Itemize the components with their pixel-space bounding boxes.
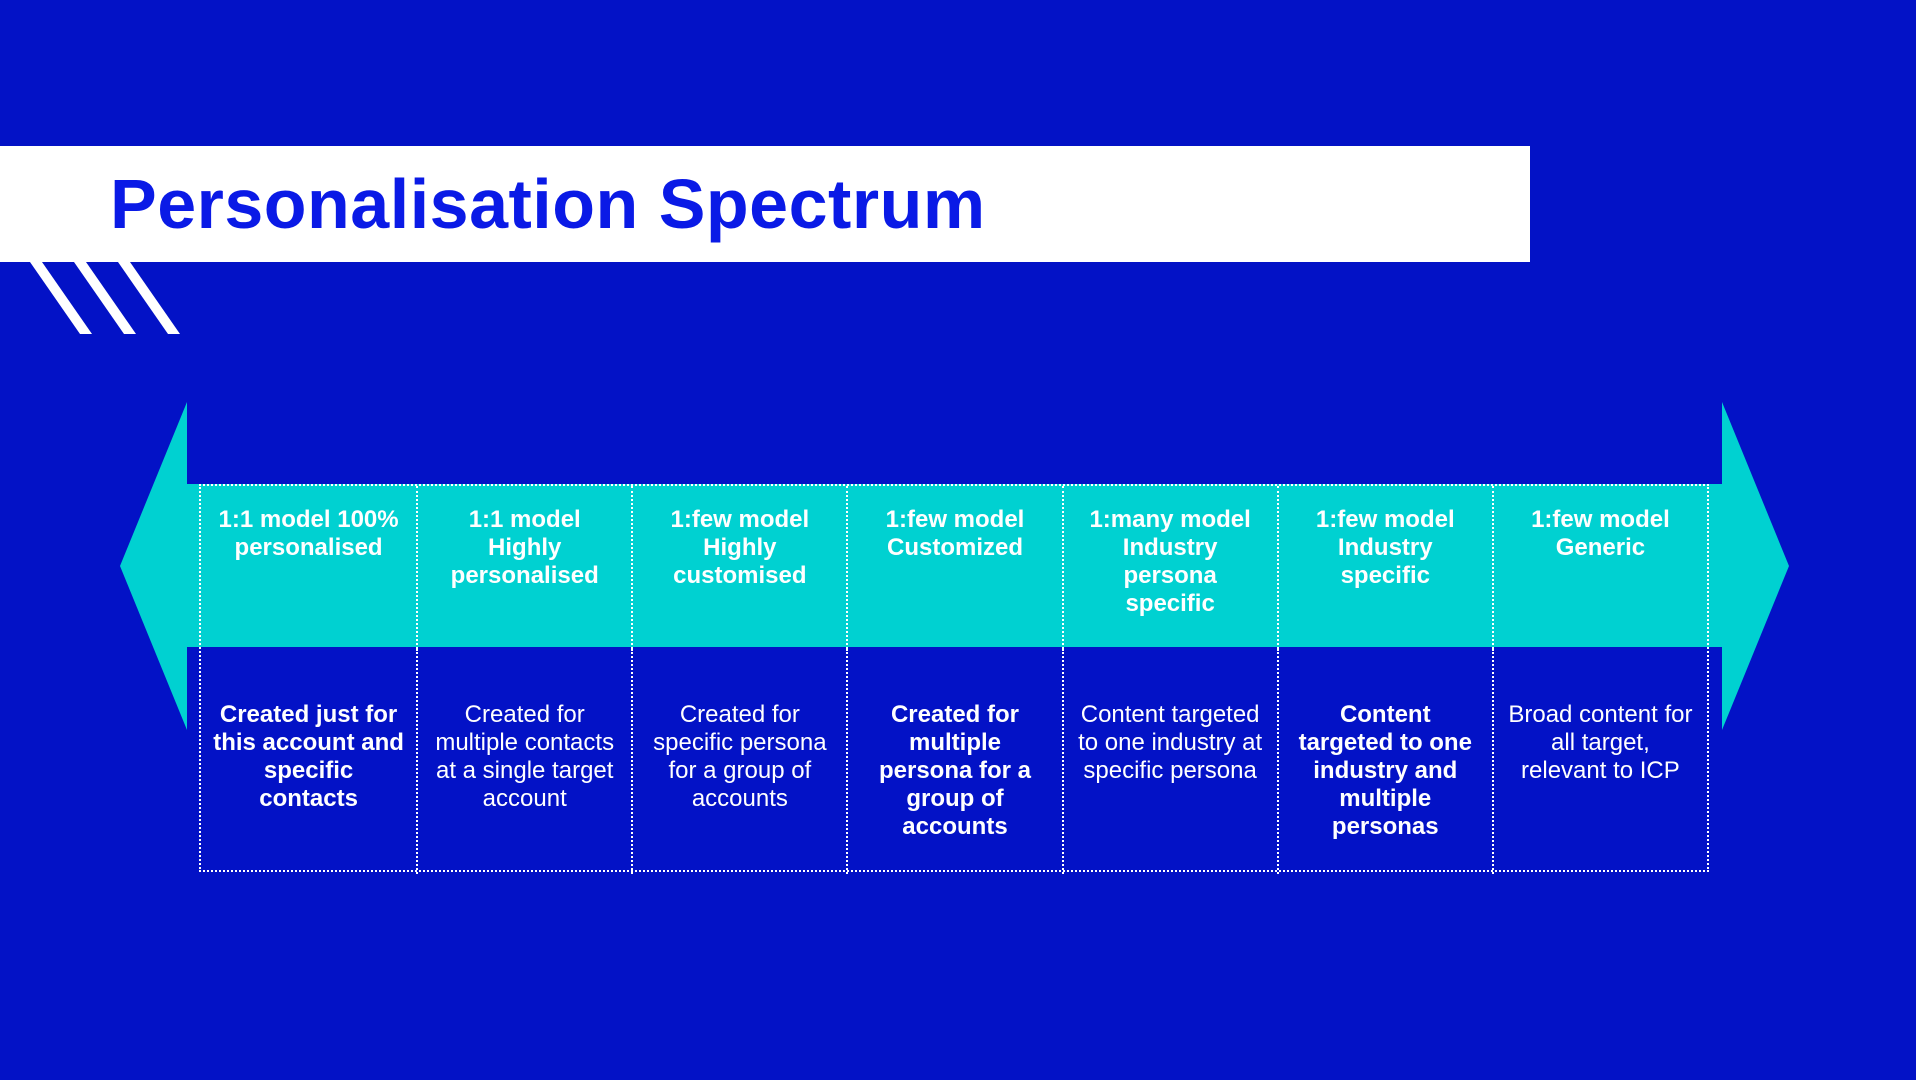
model-description-6: Content targeted to one industry and mul…	[1276, 649, 1492, 874]
model-description-2: Created for multiple contacts at a singl…	[416, 649, 631, 874]
arrow-right-head	[1722, 402, 1789, 730]
model-description-4: Created for multiple persona for a group…	[846, 649, 1061, 874]
spectrum-grid: 1:1 model 100% personalised 1:1 model Hig…	[199, 484, 1709, 874]
model-description-1: Created just for this account and specif…	[213, 701, 404, 812]
model-label-2: 1:1 model Highly personalised	[416, 486, 631, 649]
model-description-5: Content targeted to one industry at spec…	[1061, 649, 1277, 874]
model-label-7: 1:few model Generic	[1491, 486, 1707, 649]
title-bar: Personalisation Spectrum	[0, 146, 1530, 262]
model-description-3: Created for specific persona for a group…	[631, 649, 846, 874]
arrow-shaft	[187, 484, 1722, 647]
model-description-7: Broad content for all target, relevant t…	[1491, 649, 1707, 874]
model-label-5: 1:many model Industry persona specific	[1061, 486, 1277, 649]
model-label-6: 1:few model Industry specific	[1276, 486, 1492, 649]
page-title: Personalisation Spectrum	[110, 165, 986, 243]
arrow-left-head	[120, 402, 187, 730]
model-label-1: 1:1 model 100% personalised	[218, 506, 399, 561]
decorative-stripes-icon	[30, 262, 180, 334]
model-label-3: 1:few model Highly customised	[631, 486, 846, 649]
model-label-4: 1:few model Customized	[846, 486, 1061, 649]
